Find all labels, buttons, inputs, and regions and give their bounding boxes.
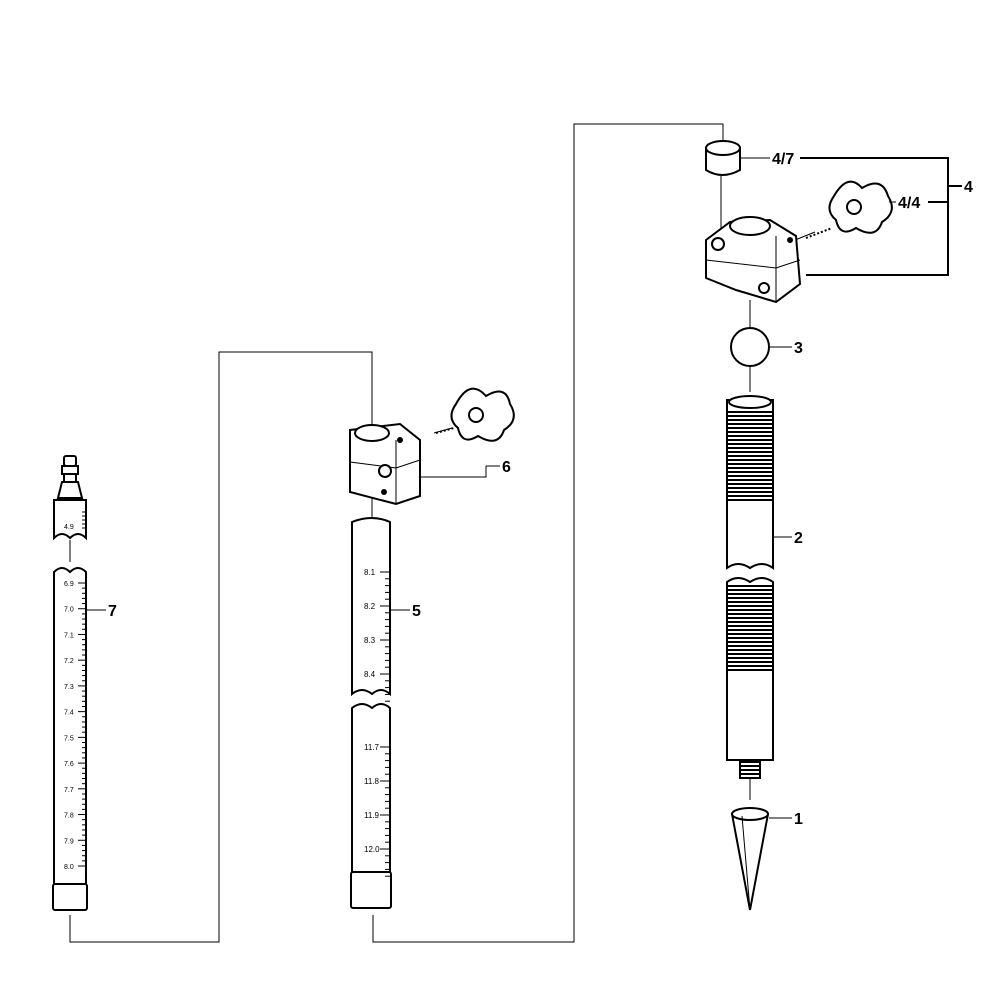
leader-lines xyxy=(87,157,962,819)
rod-part-7: 4.9 6.9 7.0 7.1 7.2 7.3 7.4 7.5 7.6 7.7 7.8 7.9 8.0 xyxy=(52,455,88,911)
scale-label-rod5: 11.8 xyxy=(364,777,380,786)
scale-label-rod7: 7.8 xyxy=(64,813,74,820)
scale-label-rod5: 8.3 xyxy=(364,636,376,645)
scale-label-rod5: 11.7 xyxy=(364,743,380,752)
callout-4: 4 xyxy=(964,179,973,196)
rod-part-5: 8.1 8.2 8.3 8.4 11.7 11.8 11.9 12.0 xyxy=(350,517,392,909)
callout-4-7: 4/7 xyxy=(772,151,794,168)
scale-label-rod7: 7.0 xyxy=(64,607,74,614)
callout-5: 5 xyxy=(412,603,421,620)
scale-label-rod7: 6.9 xyxy=(64,581,74,588)
scale-label-rod5: 8.4 xyxy=(364,670,376,679)
callout-7: 7 xyxy=(108,603,117,620)
scale-label-rod7: 7.7 xyxy=(64,787,74,794)
callout-3: 3 xyxy=(794,340,803,357)
scale-label-rod7: 7.5 xyxy=(64,735,74,742)
scale-label-rod7-top: 4.9 xyxy=(64,524,74,531)
routing-lines xyxy=(69,123,816,943)
clamp-part-4 xyxy=(705,140,893,304)
callout-6: 6 xyxy=(502,459,511,476)
scale-label-rod7: 8.0 xyxy=(64,864,74,871)
ball-part-3 xyxy=(730,327,770,367)
tip-part-1 xyxy=(730,807,770,911)
scale-label-rod5: 8.2 xyxy=(364,602,376,611)
rod-part-2 xyxy=(726,395,774,779)
scale-label-rod5: 12.0 xyxy=(364,845,380,854)
scale-label-rod7: 7.3 xyxy=(64,684,74,691)
callout-1: 1 xyxy=(794,811,803,828)
scale-label-rod5: 11.9 xyxy=(364,811,380,820)
scale-label-rod7: 7.9 xyxy=(64,838,74,845)
clamp-part-6 xyxy=(349,387,515,506)
scale-label-rod7: 7.4 xyxy=(64,710,74,717)
scale-label-rod7: 7.6 xyxy=(64,761,74,768)
callout-2: 2 xyxy=(794,530,803,547)
callout-4-4: 4/4 xyxy=(898,195,920,212)
scale-label-rod7: 7.2 xyxy=(64,658,74,665)
scale-label-rod5: 8.1 xyxy=(364,568,376,577)
scale-label-rod7: 7.1 xyxy=(64,632,74,639)
